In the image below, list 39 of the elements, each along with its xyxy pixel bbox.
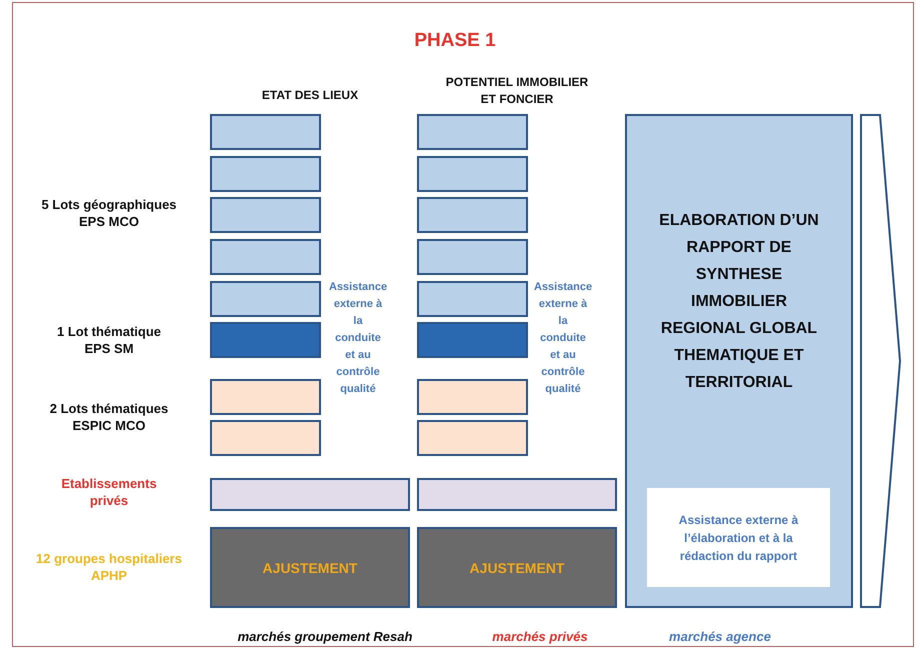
- lot-bar: [210, 478, 410, 511]
- lot-bar: [417, 239, 528, 275]
- row-label: 5 Lots géographiques EPS MCO: [40, 196, 178, 230]
- lot-bar: [417, 281, 528, 317]
- lot-bar: [210, 239, 321, 275]
- market-note: marchés privés: [491, 628, 589, 645]
- report-title: ELABORATION D’UN RAPPORT DE SYNTHESE IMMOBILIER REGIONAL GLOBAL THEMATIQUE ET TERRITORIAL: [659, 210, 819, 392]
- lot-bar: [210, 420, 321, 456]
- row-label: 2 Lots thématiques ESPIC MCO: [48, 400, 170, 434]
- row-label: Etablissements privés: [60, 475, 158, 509]
- column-header: ETAT DES LIEUX: [260, 87, 360, 104]
- synthesis-report-box: [625, 114, 853, 608]
- adjustment-bar: [210, 527, 410, 608]
- note-text: Assistance externe à la conduite et au contrôle qualité: [534, 280, 592, 397]
- lot-bar: [210, 379, 321, 415]
- lot-bar: [417, 420, 528, 456]
- lot-bar: [210, 156, 321, 192]
- row-label: 1 Lot thématique EPS SM: [56, 323, 162, 357]
- market-note: marchés groupement Resah: [236, 628, 414, 645]
- lot-bar: [417, 478, 617, 511]
- note-text: Assistance externe à la conduite et au contrôle qualité: [329, 280, 387, 397]
- title: PHASE 1: [413, 30, 497, 52]
- adjustment-bar: [417, 527, 617, 608]
- lot-bar: [417, 322, 528, 358]
- market-note: marchés agence: [668, 628, 772, 645]
- note-text: Assistance externe à l’élaboration et à la rédaction du rapport: [678, 512, 800, 564]
- row-label: 12 groupes hospitaliers APHP: [35, 550, 183, 584]
- bar-text: AJUSTEMENT: [470, 558, 564, 578]
- lot-bar: [210, 114, 321, 150]
- lot-bar: [210, 281, 321, 317]
- assistance-note: [647, 488, 830, 587]
- lot-bar: [210, 322, 321, 358]
- lot-bar: [210, 197, 321, 233]
- lot-bar: [417, 114, 528, 150]
- column-header: POTENTIEL IMMOBILIER ET FONCIER: [444, 74, 590, 108]
- bar-text: AJUSTEMENT: [262, 558, 358, 578]
- lot-bar: [417, 156, 528, 192]
- lot-bar: [417, 379, 528, 415]
- lot-bar: [417, 197, 528, 233]
